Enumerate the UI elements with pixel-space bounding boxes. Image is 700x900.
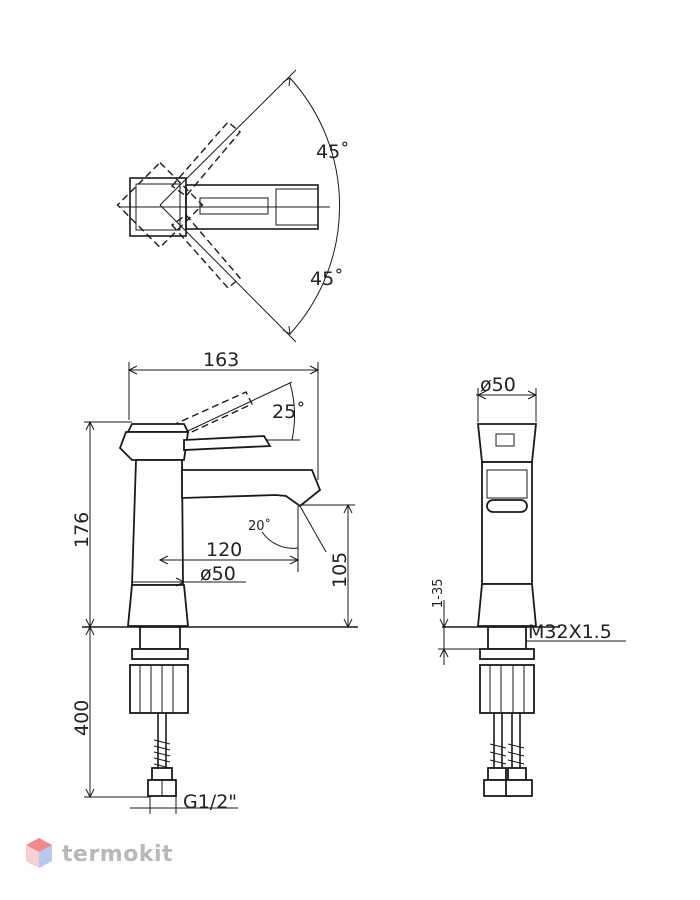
- dim-reach-arrow-left: [158, 555, 169, 565]
- side-handle-window: [495, 433, 515, 447]
- front-lever-angle-line: [174, 381, 293, 438]
- side-hose-ferrule-a: [487, 767, 507, 781]
- front-spout: [181, 469, 322, 508]
- dim-width-arrow-left: [127, 365, 138, 375]
- side-hose-braid: [489, 743, 525, 765]
- dim-side-thickness-arrow-top: [439, 618, 449, 629]
- front-mount-washer: [131, 648, 189, 660]
- dim-reach-arrow-right: [289, 555, 300, 565]
- side-mount-shank: [487, 626, 527, 650]
- side-view: ø50 1-35 M32X1.5: [431, 374, 626, 797]
- dim-height-label: 176: [71, 512, 93, 548]
- top-view-arc-arrow-upper: [282, 77, 291, 87]
- top-view-lever-grip: [199, 197, 269, 215]
- watermark: termokit: [24, 836, 173, 872]
- dim-height-arrow-top: [85, 420, 95, 431]
- top-view-arc-arrow-lower: [282, 325, 291, 335]
- dim-base-diameter-arrow: [175, 577, 186, 587]
- front-hose-ferrule: [151, 767, 173, 781]
- front-handle-cap: [126, 423, 190, 433]
- top-view-angle-line-upper: [159, 69, 297, 206]
- side-base: [477, 583, 537, 627]
- top-view: 45˚ 45˚: [116, 69, 350, 343]
- top-view-lever-upper-dashed: [170, 121, 241, 197]
- side-aerator: [486, 499, 528, 513]
- front-mount-shank: [139, 626, 181, 650]
- front-mount-nut: [129, 664, 189, 714]
- dim-hose-label: 400: [71, 700, 93, 736]
- top-view-angle-line-lower: [159, 204, 297, 343]
- side-hose-nut-b: [505, 779, 533, 797]
- side-handle-head: [477, 423, 537, 463]
- dim-side-diameter-label: ø50: [480, 374, 516, 396]
- dim-side-thread-label: M32X1.5: [528, 621, 612, 643]
- dim-thread-label: G1/2": [183, 791, 237, 813]
- dim-base-diameter-label: ø50: [200, 563, 236, 585]
- top-view-angle-arc: [289, 77, 341, 335]
- front-spout-angle-line-tilted: [299, 505, 327, 553]
- dim-side-thickness-arrow-bottom: [439, 647, 449, 658]
- front-handle-head: [118, 431, 190, 461]
- dim-spout-height-label: 105: [329, 552, 351, 588]
- front-lever-angle-label: 25˚: [272, 401, 306, 423]
- dim-hose-arrow-bottom: [85, 788, 95, 799]
- side-hose-ferrule-b: [507, 767, 527, 781]
- brand-logo-icon: [26, 838, 52, 868]
- brand-name: termokit: [62, 841, 174, 867]
- front-spout-angle-arc: [261, 531, 299, 549]
- dim-width-arrow-right: [309, 365, 320, 375]
- dim-side-diameter-arrow-right: [527, 390, 538, 400]
- dim-spout-height-arrow-top: [343, 503, 353, 514]
- top-view-lever-lower-dashed: [170, 214, 241, 289]
- dim-side-diameter-arrow-left: [476, 390, 487, 400]
- top-view-angle-lower-label: 45˚: [310, 268, 344, 290]
- side-mount-washer: [479, 648, 535, 660]
- dim-width-label: 163: [203, 349, 239, 371]
- side-mount-nut: [479, 664, 535, 714]
- front-spout-angle-label: 20˚: [248, 518, 271, 534]
- dim-hose-arrow-top: [85, 625, 95, 636]
- front-view: 163 25˚ 176 105 20˚: [71, 349, 358, 814]
- dim-reach-label: 120: [206, 539, 242, 561]
- front-body: [131, 459, 184, 586]
- side-aerator-slot: [486, 469, 528, 499]
- front-lever: [183, 435, 272, 451]
- dim-side-thickness-label: 1-35: [431, 578, 446, 608]
- front-hose-braid: [153, 739, 171, 769]
- front-lever-angle-arc: [289, 382, 296, 441]
- top-view-angle-upper-label: 45˚: [316, 141, 350, 163]
- front-base: [127, 584, 189, 627]
- side-body: [481, 461, 533, 585]
